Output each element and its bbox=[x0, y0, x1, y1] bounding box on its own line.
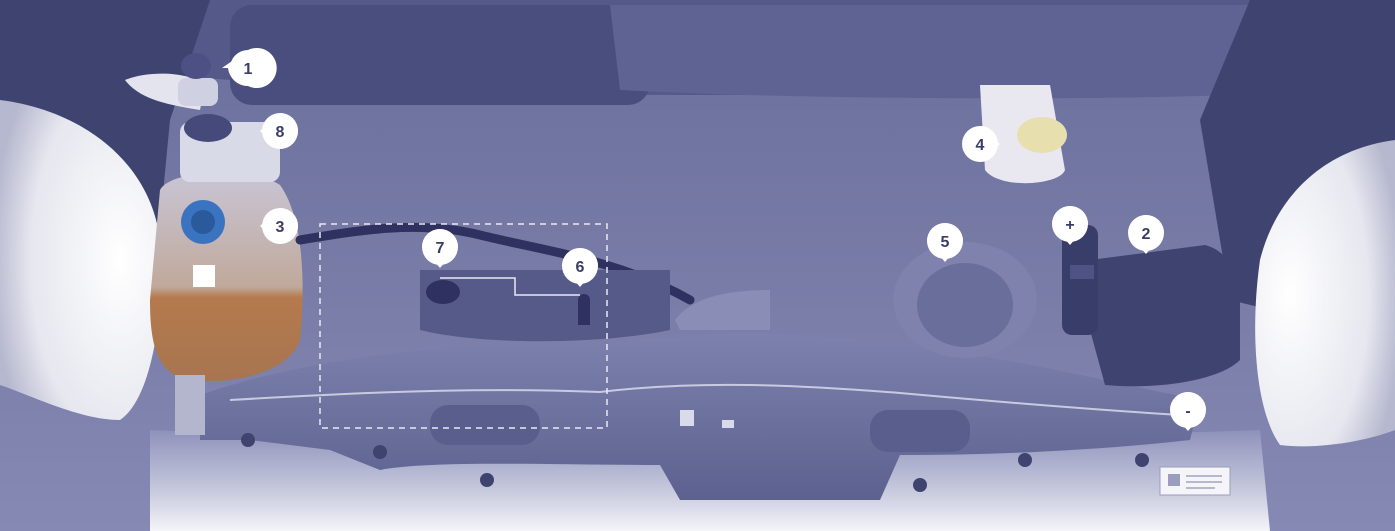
reservoir-bracket bbox=[175, 375, 205, 435]
top-panel-right bbox=[610, 5, 1260, 98]
mount-hole bbox=[241, 433, 255, 447]
washer-reservoir bbox=[150, 172, 303, 381]
oil-filler-cap bbox=[426, 280, 460, 304]
callout-4-text: 4 bbox=[976, 137, 985, 154]
callout-plus-text: + bbox=[1065, 217, 1074, 234]
engine-block bbox=[420, 270, 670, 341]
callout-2-text: 2 bbox=[1142, 226, 1151, 243]
cowl-vent-left bbox=[430, 405, 540, 445]
mount-hole bbox=[1018, 453, 1032, 467]
callout-3-text: 3 bbox=[276, 219, 285, 236]
engine-cover-panel bbox=[230, 5, 650, 105]
power-steering-cap bbox=[1017, 117, 1067, 153]
clutch-reservoir bbox=[178, 78, 218, 106]
dipstick-handle bbox=[578, 294, 590, 325]
clutch-reservoir-cap bbox=[181, 53, 211, 79]
battery bbox=[1090, 245, 1240, 386]
mount-hole bbox=[373, 445, 387, 459]
air-filter-inner bbox=[917, 263, 1013, 347]
cowl-clip bbox=[680, 410, 694, 426]
callout-7-text: 7 bbox=[436, 240, 445, 257]
callout-8-text: 8 bbox=[276, 124, 285, 141]
cowl-clip-small bbox=[722, 420, 734, 428]
reservoir-label bbox=[193, 265, 215, 287]
callout-5-text: 5 bbox=[941, 234, 950, 251]
cowl-vent-right bbox=[870, 410, 970, 452]
brake-fluid-cap bbox=[184, 114, 232, 142]
mount-hole bbox=[1135, 453, 1149, 467]
coolant-cap-center bbox=[191, 210, 215, 234]
info-label-logo bbox=[1168, 474, 1180, 486]
callout-6-text: 6 bbox=[576, 259, 585, 276]
callout-minus-text: - bbox=[1185, 403, 1190, 420]
mount-hole bbox=[480, 473, 494, 487]
callout-1-text: 1 bbox=[244, 61, 253, 78]
battery-terminal-clamp bbox=[1070, 265, 1094, 279]
mount-hole bbox=[913, 478, 927, 492]
